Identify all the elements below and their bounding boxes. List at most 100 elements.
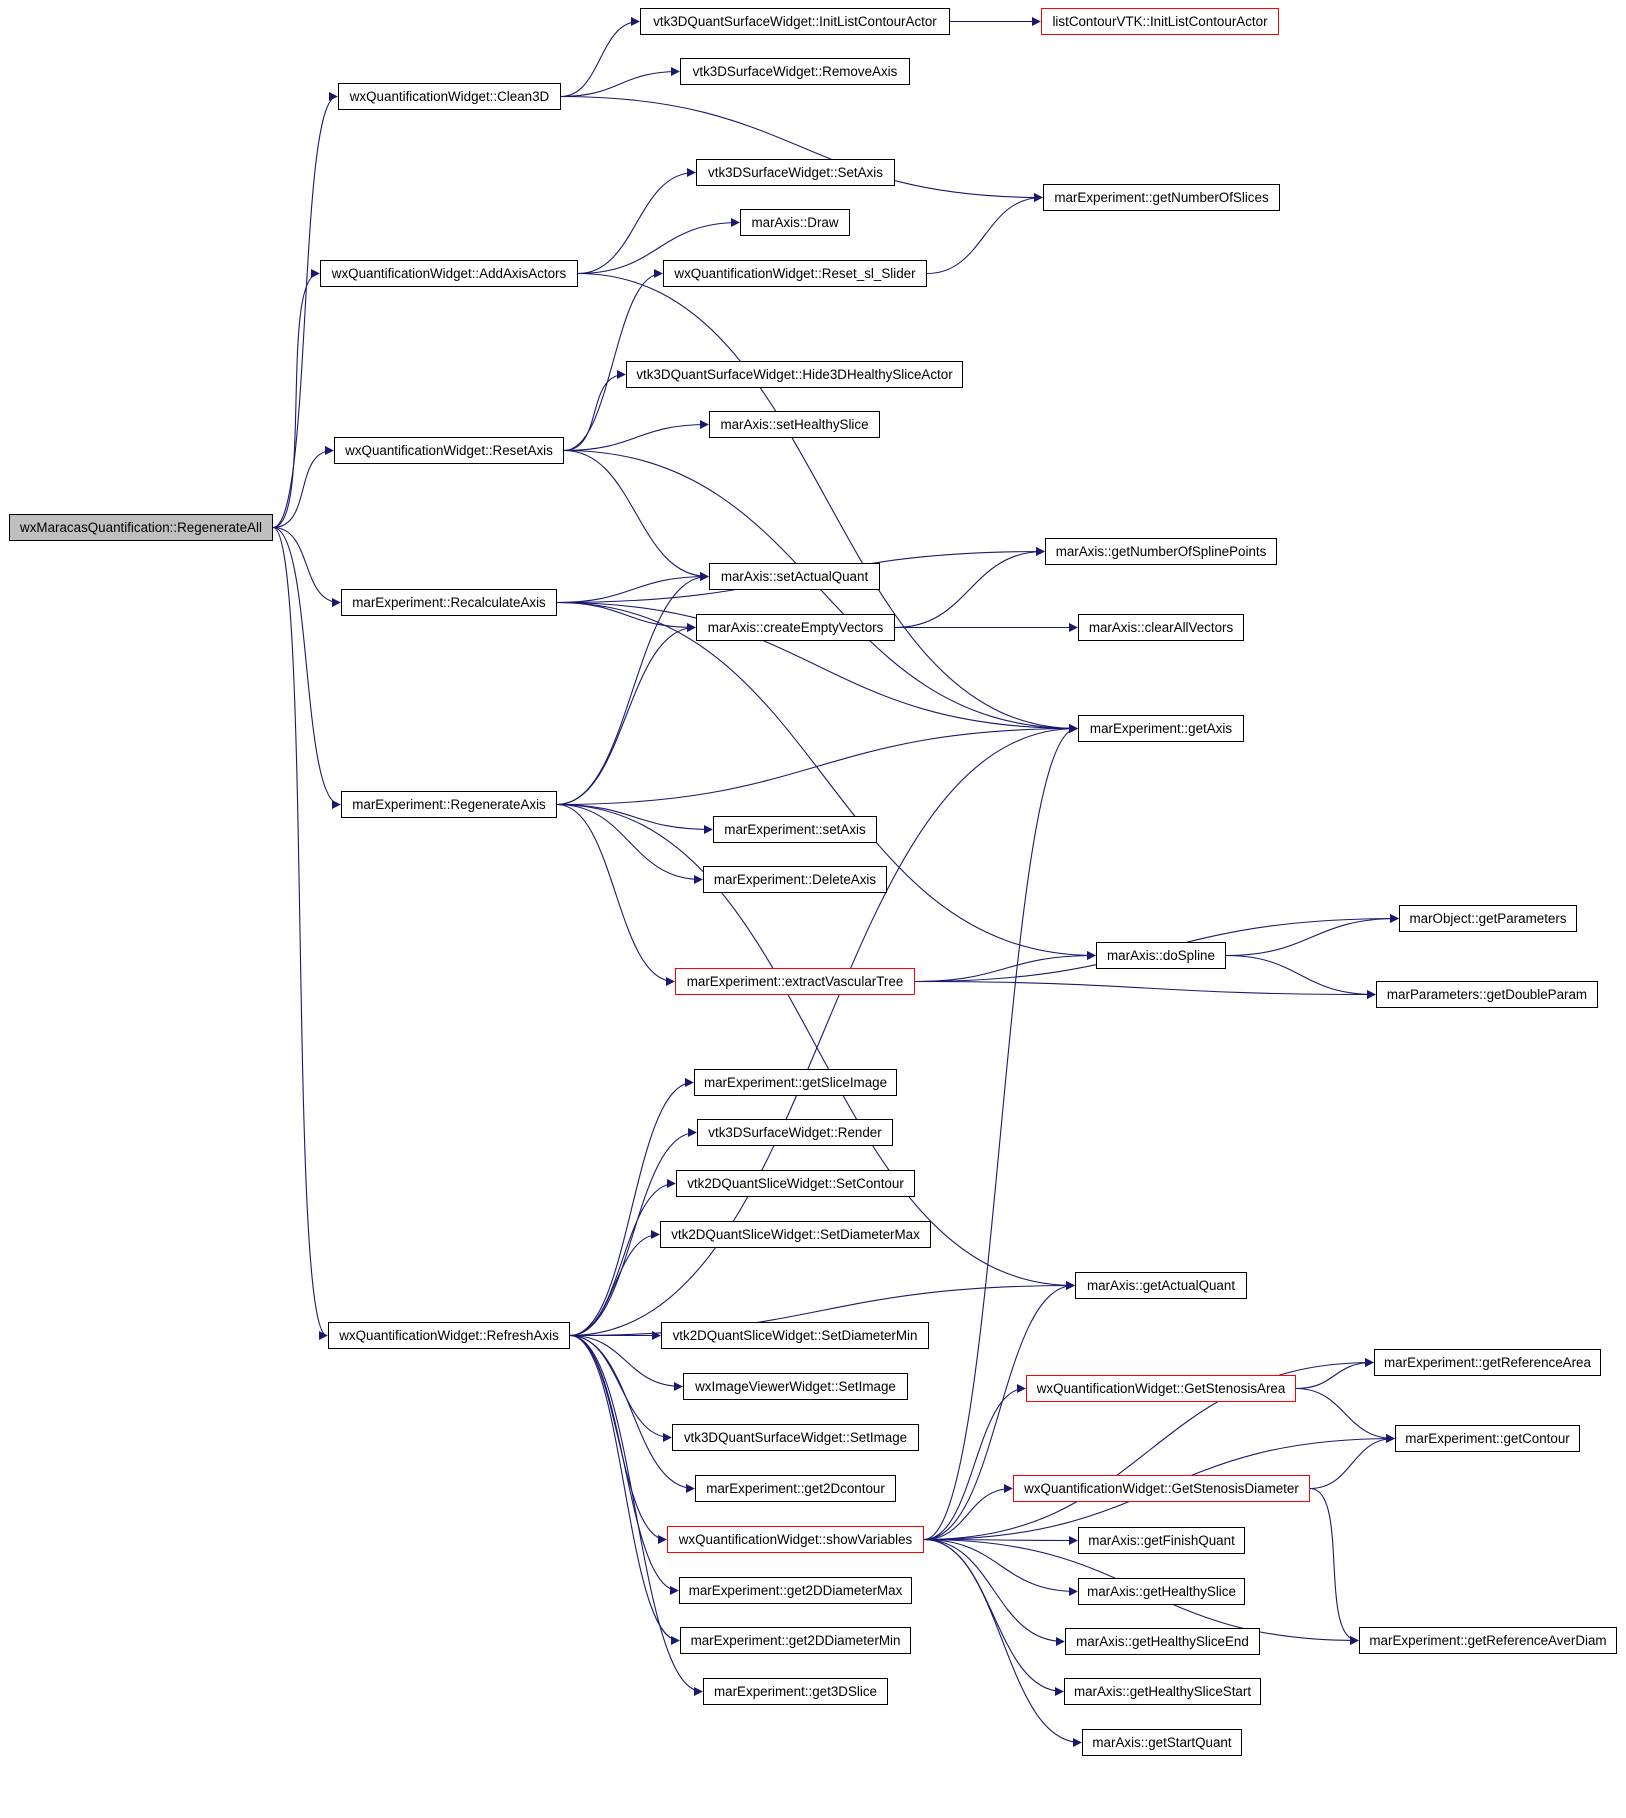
node-get2dcontour[interactable]: marExperiment::get2Dcontour xyxy=(695,1475,896,1502)
call-edge-refreshaxis-to-setcontour xyxy=(569,1179,676,1337)
call-edge-recalcaxis-to-setactualquant xyxy=(556,572,709,604)
call-edge-addaxisactors-to-draw xyxy=(577,218,740,275)
node-getsliceimage[interactable]: marExperiment::getSliceImage xyxy=(694,1069,897,1096)
call-edge-clean3d-to-removeaxis xyxy=(560,67,680,98)
node-hide3dhealthysliceactor[interactable]: vtk3DQuantSurfaceWidget::Hide3DHealthySl… xyxy=(626,361,963,388)
call-edge-resetslider-to-getnumberofslices xyxy=(926,193,1043,275)
node-getnumberofslices[interactable]: marExperiment::getNumberOfSlices xyxy=(1043,184,1280,211)
node-marexperiment-setaxis[interactable]: marExperiment::setAxis xyxy=(713,816,877,843)
call-edge-regenaxis-to-getactualquant xyxy=(556,803,1075,1290)
call-edge-extractvasculartree-to-dospline xyxy=(914,951,1096,983)
node-getactualquant[interactable]: marAxis::getActualQuant xyxy=(1075,1272,1247,1299)
node-gethealthyslice[interactable]: marAxis::getHealthySlice xyxy=(1078,1578,1245,1605)
call-edge-clean3d-to-initlistcontouractor xyxy=(560,17,640,98)
node-removeaxis[interactable]: vtk3DSurfaceWidget::RemoveAxis xyxy=(680,58,910,85)
node-get2ddiametermin[interactable]: marExperiment::get2DDiameterMin xyxy=(680,1627,911,1654)
call-edge-regenaxis-to-setactualquant xyxy=(556,572,709,806)
node-setdiametermin[interactable]: vtk2DQuantSliceWidget::SetDiameterMin xyxy=(661,1322,929,1349)
node-draw[interactable]: marAxis::Draw xyxy=(740,209,850,236)
node-regenerateall[interactable]: wxMaracasQuantification::RegenerateAll xyxy=(9,514,273,541)
node-getparameters[interactable]: marObject::getParameters xyxy=(1399,905,1577,932)
node-vtk3dquantsurface-setimage[interactable]: vtk3DQuantSurfaceWidget::SetImage xyxy=(672,1424,919,1451)
call-edge-addaxisactors-to-getaxis xyxy=(577,272,1078,733)
node-gethealthyslicestart[interactable]: marAxis::getHealthySliceStart xyxy=(1064,1678,1261,1705)
node-getaxis[interactable]: marExperiment::getAxis xyxy=(1078,715,1244,742)
call-edge-refreshaxis-to-getaxis xyxy=(569,724,1078,1337)
call-edge-regenaxis-to-getaxis xyxy=(556,724,1078,806)
call-edge-showvariables-to-getstenosisdiam xyxy=(923,1484,1013,1541)
call-edge-root-to-clean3d xyxy=(272,92,338,529)
call-edge-showvariables-to-getstartquant xyxy=(923,1538,1082,1747)
node-getstenosisarea[interactable]: wxQuantificationWidget::GetStenosisArea xyxy=(1026,1375,1296,1402)
node-reset-sl-slider[interactable]: wxQuantificationWidget::Reset_sl_Slider xyxy=(663,260,927,287)
node-listcontourvtk-initlistcontouractor[interactable]: listContourVTK::InitListContourActor xyxy=(1041,8,1279,35)
node-getnumberofsplinepoints[interactable]: marAxis::getNumberOfSplinePoints xyxy=(1045,538,1277,565)
call-edge-resetaxis-to-resetslider xyxy=(563,269,663,452)
call-edge-getstenosisarea-to-getreferencearea xyxy=(1295,1358,1374,1390)
node-getstenosisdiameter[interactable]: wxQuantificationWidget::GetStenosisDiame… xyxy=(1013,1475,1310,1502)
call-edge-refreshaxis-to-getsliceimage xyxy=(569,1078,694,1337)
call-edge-root-to-refreshaxis xyxy=(272,526,328,1340)
call-edge-showvariables-to-gethealthyslicestart xyxy=(923,1538,1064,1696)
node-resetaxis[interactable]: wxQuantificationWidget::ResetAxis xyxy=(334,437,564,464)
node-gethealthysliceend[interactable]: marAxis::getHealthySliceEnd xyxy=(1065,1628,1260,1655)
node-wximageviewer-setimage[interactable]: wxImageViewerWidget::SetImage xyxy=(683,1373,908,1400)
call-edge-refreshaxis-to-get2ddiammax xyxy=(569,1334,679,1595)
node-get2ddiametermax[interactable]: marExperiment::get2DDiameterMax xyxy=(679,1577,912,1604)
call-edge-showvariables-to-gethealthyslice xyxy=(923,1538,1078,1596)
node-sethealthyslice[interactable]: marAxis::setHealthySlice xyxy=(709,411,880,438)
node-recalculateaxis[interactable]: marExperiment::RecalculateAxis xyxy=(341,589,557,616)
call-edge-root-to-regenaxis xyxy=(272,526,341,809)
call-edge-refreshaxis-to-wximageviewer xyxy=(569,1334,683,1391)
call-edge-showvariables-to-getreferencearea xyxy=(923,1358,1374,1541)
node-extractvasculartree[interactable]: marExperiment::extractVascularTree xyxy=(675,968,915,995)
call-edge-getstenosisdiam-to-getcontour xyxy=(1309,1434,1395,1490)
call-edge-dospline-to-getdoubleparam xyxy=(1225,954,1376,999)
call-edge-root-to-recalcaxis xyxy=(272,526,341,607)
node-setcontour[interactable]: vtk2DQuantSliceWidget::SetContour xyxy=(676,1170,915,1197)
call-edge-regenaxis-to-setaxis_exp xyxy=(556,803,713,834)
call-edge-showvariables-to-gethealthysliceend xyxy=(923,1538,1065,1646)
call-edge-showvariables-to-getactualquant xyxy=(923,1281,1075,1541)
call-edge-root-to-resetaxis xyxy=(272,446,334,529)
node-getcontour[interactable]: marExperiment::getContour xyxy=(1395,1425,1580,1452)
call-edge-clean3d-to-getnumberofslices xyxy=(560,95,1043,202)
node-getstartquant[interactable]: marAxis::getStartQuant xyxy=(1082,1729,1242,1756)
call-edge-refreshaxis-to-vtk3dsetimage xyxy=(569,1334,672,1442)
node-initlistcontouractor[interactable]: vtk3DQuantSurfaceWidget::InitListContour… xyxy=(640,8,950,35)
call-edge-resetaxis-to-setactualquant xyxy=(563,449,709,581)
call-edge-recalcaxis-to-dospline xyxy=(556,601,1096,960)
node-getreferencearea[interactable]: marExperiment::getReferenceArea xyxy=(1374,1349,1601,1376)
call-edge-recalcaxis-to-getaxis xyxy=(556,601,1078,733)
node-render[interactable]: vtk3DSurfaceWidget::Render xyxy=(697,1119,893,1146)
node-getdoubleparam[interactable]: marParameters::getDoubleParam xyxy=(1376,981,1598,1008)
node-refreshaxis[interactable]: wxQuantificationWidget::RefreshAxis xyxy=(328,1322,570,1349)
node-createemptyvectors[interactable]: marAxis::createEmptyVectors xyxy=(696,614,895,641)
node-regenerateaxis[interactable]: marExperiment::RegenerateAxis xyxy=(341,791,557,818)
call-edge-showvariables-to-getstenosisarea xyxy=(923,1384,1026,1541)
call-edge-extractvasculartree-to-getdoubleparam xyxy=(914,980,1376,999)
node-getreferenceaverdiam[interactable]: marExperiment::getReferenceAverDiam xyxy=(1359,1627,1617,1654)
node-get3dslice[interactable]: marExperiment::get3DSlice xyxy=(703,1678,888,1705)
node-addaxisactors[interactable]: wxQuantificationWidget::AddAxisActors xyxy=(320,260,578,287)
node-setdiametermax[interactable]: vtk2DQuantSliceWidget::SetDiameterMax xyxy=(660,1221,931,1248)
node-deleteaxis[interactable]: marExperiment::DeleteAxis xyxy=(703,866,887,893)
call-edge-resetaxis-to-sethealthyslice xyxy=(563,420,709,452)
node-clean3d[interactable]: wxQuantificationWidget::Clean3D xyxy=(338,83,561,110)
node-getfinishquant[interactable]: marAxis::getFinishQuant xyxy=(1078,1527,1245,1554)
node-clearallvectors[interactable]: marAxis::clearAllVectors xyxy=(1078,614,1244,641)
node-showvariables[interactable]: wxQuantificationWidget::showVariables xyxy=(667,1526,924,1553)
call-edge-getstenosisarea-to-getcontour xyxy=(1295,1387,1395,1443)
node-dospline[interactable]: marAxis::doSpline xyxy=(1096,942,1226,969)
call-edge-dospline-to-getparameters xyxy=(1225,914,1399,957)
call-edge-refreshaxis-to-get2ddiammin xyxy=(569,1334,680,1645)
call-edge-root-to-addaxisactors xyxy=(272,269,320,529)
node-setaxis-surface[interactable]: vtk3DSurfaceWidget::SetAxis xyxy=(696,159,895,186)
call-edge-regenaxis-to-deleteaxis xyxy=(556,803,703,884)
node-setactualquant[interactable]: marAxis::setActualQuant xyxy=(709,563,880,590)
call-edge-regenaxis-to-extractvasculartree xyxy=(556,803,675,986)
call-edge-showvariables-to-getaxis xyxy=(923,724,1078,1541)
call-edge-resetaxis-to-hide3d xyxy=(563,370,626,452)
call-edge-refreshaxis-to-setdiametermax xyxy=(569,1230,660,1337)
